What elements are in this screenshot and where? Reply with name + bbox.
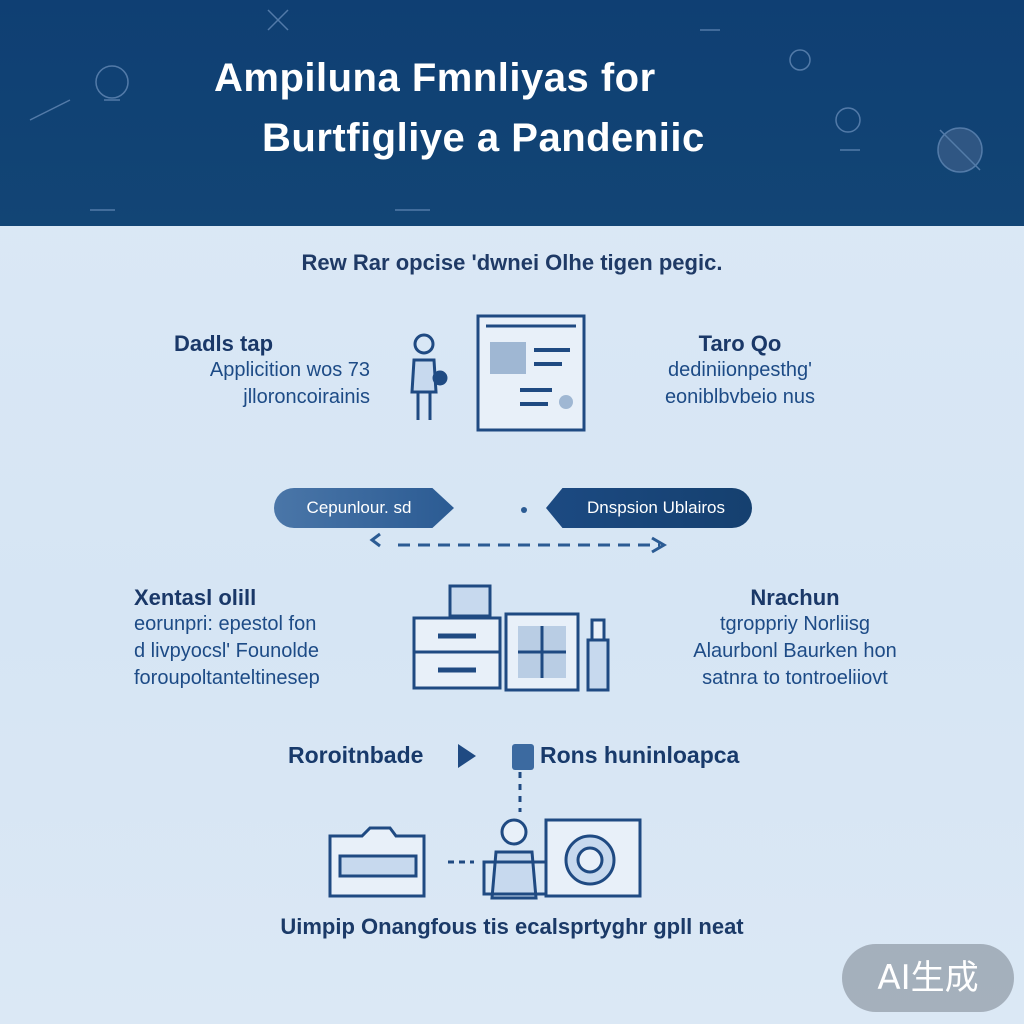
title-line-2: Burtfigliye a Pandeniic [262, 116, 705, 160]
top-right-heading: Taro Qo [698, 331, 782, 356]
cabinet-icon [412, 584, 580, 692]
mid-right-line-2: Alaurbonl Baurken hon [693, 640, 897, 662]
flow-end-pill: Dnspsion Ublairos [546, 488, 752, 528]
mid-left-block: Xentasl olill eorunpri: epestol fon d li… [134, 584, 384, 692]
top-left-line-2: jlloroncoirainis [243, 386, 370, 408]
document-icon [476, 314, 586, 432]
person-icon [410, 333, 448, 420]
lightbulb-icon [835, 107, 861, 133]
mid-right-line-3: satnra to tontroeliiovt [702, 667, 888, 689]
top-right-block: Taro Qo dediniionpesthg' eoniblbvbeio nu… [630, 330, 850, 411]
top-left-block: Dadls tap Applicition wos 73 jlloroncoir… [150, 330, 370, 411]
mid-left-line-3: foroupoltanteltinesep [134, 667, 320, 689]
mid-left-heading: Xentasl olill [134, 585, 257, 610]
subtitle: Rew Rar opcise 'dwnei Olhe tigen pegic. [301, 250, 723, 275]
step-left-label: Roroitnbade [288, 742, 424, 768]
top-right-line-2: eoniblbvbeio nus [664, 386, 816, 408]
top-left-line-1: Applicition wos 73 [209, 359, 370, 381]
flow-start-pill: Cepunlour. sd [274, 488, 454, 528]
molecule-icon [789, 49, 811, 71]
camera-icon [544, 818, 642, 898]
top-left-heading: Dadls tap [174, 331, 274, 356]
flow-arrow [369, 507, 667, 554]
footer-caption: Uimpip Onangfous tis ecalsprtyghr gpll n… [280, 914, 744, 939]
step-arrow [458, 744, 534, 812]
pencil-icon [29, 99, 71, 121]
bottle-icon [586, 618, 610, 692]
mid-right-line-1: tgroppriy Norliisg [719, 613, 871, 635]
header-band: Ampiluna Fmnliyas for Burtfigliye a Pand… [0, 0, 1024, 226]
ai-generated-badge: AI生成 [842, 944, 1014, 1012]
title-line-1: Ampiluna Fmnliyas for [214, 56, 656, 100]
folder-icon [328, 826, 474, 898]
step-right-label: Rons huninloapca [540, 742, 740, 768]
mid-right-block: Nrachun tgroppriy Norliisg Alaurbonl Bau… [660, 584, 930, 692]
header-decoration [29, 9, 983, 211]
top-right-line-1: dediniionpesthg' [668, 359, 812, 381]
mid-right-heading: Nrachun [750, 585, 840, 610]
bulb-icon [95, 65, 129, 99]
mid-left-line-2: d livpyocsl' Founolde [134, 640, 320, 662]
mid-left-line-1: eorunpri: epestol fon [134, 613, 317, 635]
worker-icon [482, 818, 552, 900]
